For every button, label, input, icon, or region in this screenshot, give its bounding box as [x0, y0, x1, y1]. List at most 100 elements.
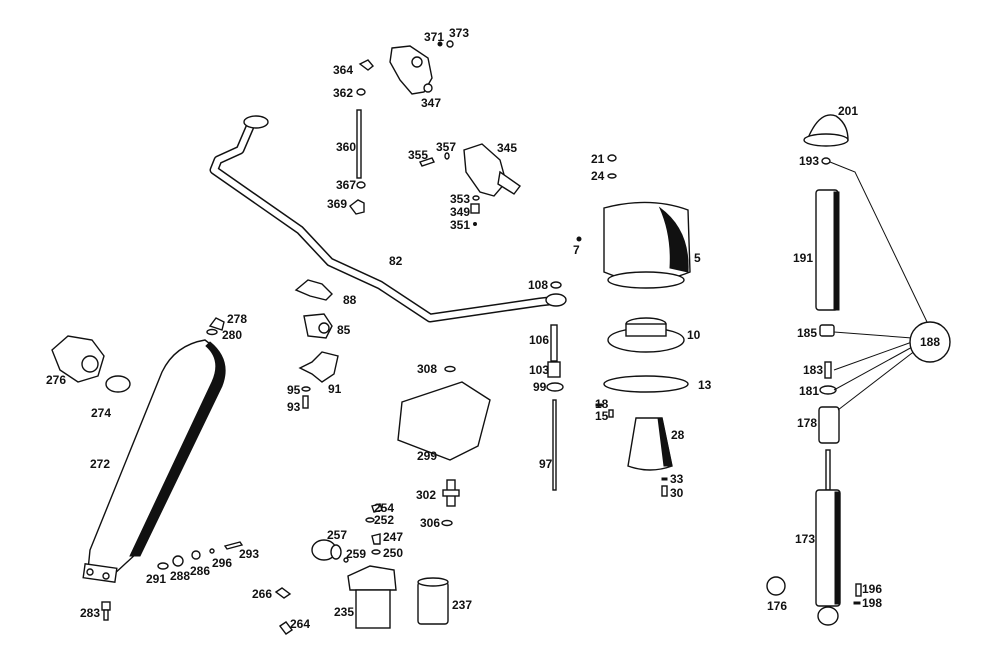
label-367: 367 [336, 178, 356, 192]
spring-pad-10[interactable] [607, 317, 685, 353]
part-193[interactable] [821, 157, 831, 165]
bushing-176[interactable] [766, 576, 786, 596]
filter-housing-235[interactable] [347, 565, 397, 629]
fitting-247[interactable] [371, 533, 381, 545]
bracket-88[interactable] [294, 279, 333, 301]
bushing-178[interactable] [818, 406, 840, 444]
bolt-15[interactable] [608, 409, 614, 418]
label-288: 288 [170, 569, 190, 583]
label-188: 188 [920, 335, 940, 349]
label-18: 18 [595, 397, 609, 411]
bolt-93[interactable] [302, 395, 309, 409]
bolt-30[interactable] [661, 485, 668, 497]
label-191: 191 [793, 251, 813, 265]
sleeve-183[interactable] [824, 361, 832, 379]
part-18[interactable] [595, 403, 603, 407]
valve-block-347[interactable] [389, 45, 433, 95]
valve-345[interactable] [463, 143, 521, 197]
cap-254[interactable] [371, 503, 383, 513]
label-173: 173 [795, 532, 815, 546]
canister-237[interactable] [417, 577, 449, 625]
washer-250[interactable] [371, 549, 381, 555]
part-373[interactable] [446, 40, 454, 48]
part-371[interactable] [437, 41, 443, 47]
rubber-boot-28[interactable] [627, 417, 673, 471]
gasket-274[interactable] [105, 375, 131, 393]
part-labels: 371 373 364 362 347 360 355 357 345 367 … [46, 26, 940, 631]
cover-299[interactable] [397, 381, 491, 461]
rod-360[interactable] [356, 109, 362, 179]
label-364: 364 [333, 63, 353, 77]
part-362[interactable] [356, 88, 366, 96]
label-176: 176 [767, 599, 787, 613]
label-181: 181 [799, 384, 819, 398]
label-201: 201 [838, 104, 858, 118]
part-288[interactable] [172, 555, 184, 567]
part-353[interactable] [472, 195, 480, 201]
pump-276[interactable] [51, 335, 105, 383]
part-198[interactable] [853, 601, 861, 605]
shock-absorber-173[interactable] [815, 489, 841, 626]
plug-278[interactable] [208, 317, 225, 331]
fitting-264[interactable] [278, 621, 294, 635]
label-259: 259 [346, 547, 366, 561]
part-308[interactable] [444, 365, 456, 373]
nut-108[interactable] [550, 281, 562, 289]
fitting-369[interactable] [349, 199, 365, 215]
washer-181[interactable] [819, 385, 837, 395]
label-345: 345 [497, 141, 517, 155]
part-357[interactable] [444, 152, 450, 160]
bushing-103[interactable] [547, 361, 561, 378]
spring-mount-5[interactable] [603, 201, 691, 289]
part-306[interactable] [441, 519, 453, 527]
label-308: 308 [417, 362, 437, 376]
fitting-302[interactable] [442, 479, 460, 507]
washer-99[interactable] [546, 382, 564, 392]
cylinder-191[interactable] [815, 189, 840, 311]
bolt-196[interactable] [855, 583, 862, 597]
sensor-283[interactable] [101, 601, 111, 621]
bolt-355[interactable] [419, 157, 435, 167]
filter-257[interactable] [311, 539, 342, 561]
label-286: 286 [190, 564, 210, 578]
part-364[interactable] [358, 59, 374, 71]
fitting-266[interactable] [274, 587, 292, 599]
label-178: 178 [797, 416, 817, 430]
bolt-293[interactable] [223, 541, 244, 550]
part-33[interactable] [661, 477, 668, 481]
washer-24[interactable] [607, 173, 617, 179]
bushing-185[interactable] [819, 324, 835, 337]
piston-rod[interactable] [825, 449, 831, 491]
seal-ring-13[interactable] [603, 375, 689, 393]
seal-280[interactable] [206, 328, 218, 336]
label-291: 291 [146, 572, 166, 586]
part-367[interactable] [356, 181, 366, 189]
part-296[interactable] [209, 548, 215, 554]
label-24: 24 [591, 169, 605, 183]
o-ring-259[interactable] [343, 557, 349, 563]
bushing-85[interactable] [303, 313, 333, 339]
part-7[interactable] [576, 236, 582, 242]
stabilizer-bar-82[interactable] [209, 115, 567, 323]
clamp-91[interactable] [298, 351, 339, 383]
accumulator-272[interactable] [82, 339, 226, 583]
label-103: 103 [529, 363, 549, 377]
label-247: 247 [383, 530, 403, 544]
label-293: 293 [239, 547, 259, 561]
washer-95[interactable] [301, 386, 311, 392]
label-252: 252 [374, 513, 394, 527]
label-198: 198 [862, 596, 882, 610]
part-252[interactable] [365, 517, 375, 523]
label-306: 306 [420, 516, 440, 530]
bolt-97[interactable] [552, 399, 557, 491]
label-30: 30 [670, 486, 684, 500]
part-286[interactable] [191, 550, 201, 560]
part-291[interactable] [157, 562, 169, 570]
sleeve-106[interactable] [550, 324, 558, 362]
dust-boot-201[interactable] [803, 114, 849, 147]
label-193: 193 [799, 154, 819, 168]
part-349[interactable] [470, 203, 480, 214]
nut-21[interactable] [607, 154, 617, 162]
part-351[interactable] [473, 222, 477, 226]
